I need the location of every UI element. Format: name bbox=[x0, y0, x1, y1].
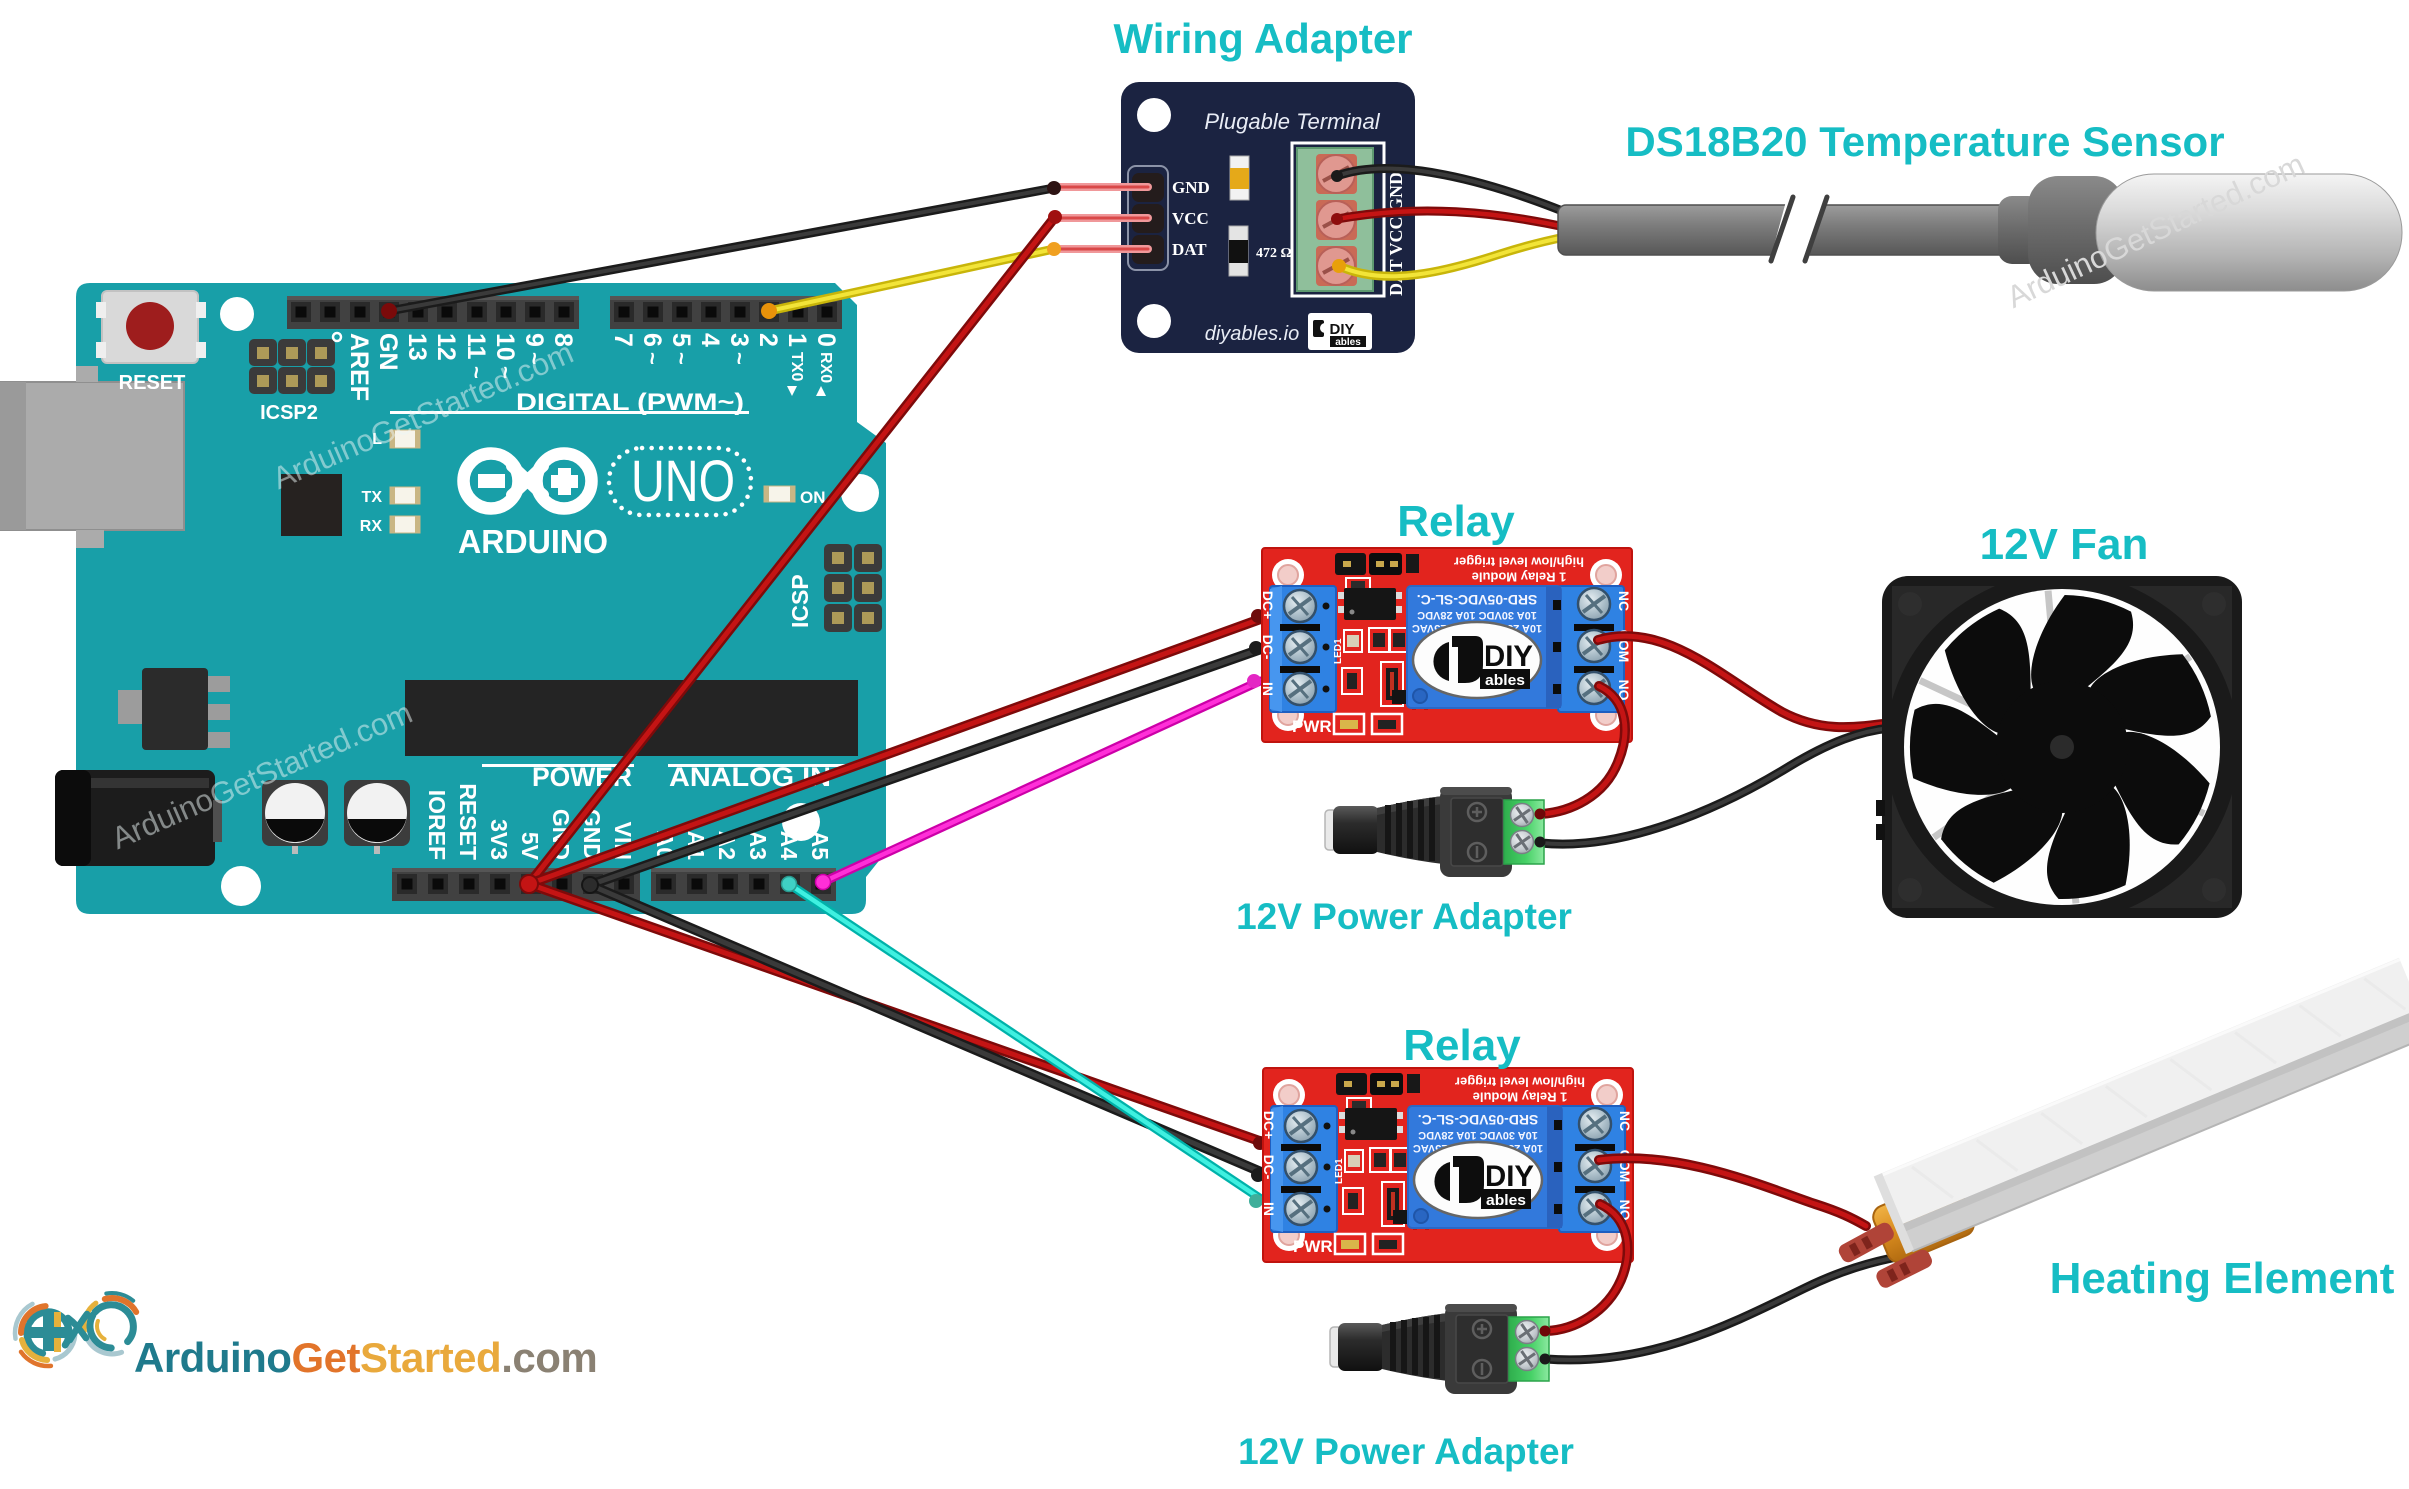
svg-text:6: 6 bbox=[638, 333, 666, 347]
svg-text:GND: GND bbox=[1172, 178, 1210, 197]
svg-text:LED1: LED1 bbox=[1333, 638, 1344, 664]
svg-text:1: 1 bbox=[783, 333, 811, 347]
svg-text:DAT VCC GND: DAT VCC GND bbox=[1386, 172, 1406, 296]
svg-text:LED1: LED1 bbox=[1334, 1158, 1345, 1184]
svg-text:RESET: RESET bbox=[119, 372, 186, 394]
svg-text:3V3: 3V3 bbox=[486, 819, 512, 860]
svg-text:NC: NC bbox=[1616, 591, 1632, 611]
svg-text:~: ~ bbox=[493, 366, 518, 379]
svg-text:7: 7 bbox=[609, 333, 637, 347]
svg-text:PWR: PWR bbox=[1293, 1237, 1333, 1256]
svg-text:IN: IN bbox=[1261, 1202, 1277, 1216]
svg-text:12V Power Adapter: 12V Power Adapter bbox=[1236, 896, 1572, 937]
svg-text:TX: TX bbox=[362, 489, 383, 506]
svg-text:8: 8 bbox=[549, 333, 577, 347]
svg-text:Relay: Relay bbox=[1397, 497, 1515, 546]
svg-text:A3: A3 bbox=[745, 831, 771, 860]
svg-text:IN: IN bbox=[1260, 682, 1276, 696]
svg-text:10: 10 bbox=[491, 333, 519, 361]
svg-text:ables: ables bbox=[1335, 337, 1361, 348]
svg-text:9: 9 bbox=[520, 333, 548, 347]
svg-text:RX0: RX0 bbox=[817, 352, 834, 383]
svg-text:DIY: DIY bbox=[1329, 321, 1354, 338]
svg-text:12V Fan: 12V Fan bbox=[1980, 520, 2149, 569]
svg-text:13: 13 bbox=[403, 333, 431, 361]
svg-text:2: 2 bbox=[754, 333, 782, 347]
svg-text:12V Power Adapter: 12V Power Adapter bbox=[1238, 1431, 1574, 1472]
svg-text:ON: ON bbox=[800, 488, 826, 507]
svg-text:Plugable Terminal: Plugable Terminal bbox=[1204, 109, 1380, 134]
svg-text:DC-: DC- bbox=[1261, 1155, 1277, 1180]
svg-text:AREF: AREF bbox=[345, 333, 373, 401]
svg-text:SRD-05VDC-SL-C.: SRD-05VDC-SL-C. bbox=[1417, 592, 1538, 608]
svg-text:Wiring Adapter: Wiring Adapter bbox=[1113, 15, 1412, 62]
svg-text:1 Relay Module: 1 Relay Module bbox=[1472, 569, 1567, 584]
svg-text:IOREF: IOREF bbox=[424, 790, 450, 860]
svg-text:DC-: DC- bbox=[1260, 635, 1276, 660]
svg-text:VCC: VCC bbox=[1172, 209, 1209, 228]
svg-text:ables: ables bbox=[1486, 1192, 1526, 1209]
svg-text:ArduinoGetStarted.com: ArduinoGetStarted.com bbox=[134, 1334, 597, 1381]
svg-text:ARDUINO: ARDUINO bbox=[458, 523, 608, 560]
svg-text:NC: NC bbox=[1617, 1111, 1633, 1131]
svg-text:10A 30VDC 10A 28VDC: 10A 30VDC 10A 28VDC bbox=[1418, 1129, 1538, 1141]
svg-text:RESET: RESET bbox=[455, 783, 481, 860]
svg-text:DAT: DAT bbox=[1172, 240, 1207, 259]
svg-text:5V: 5V bbox=[517, 832, 543, 861]
svg-text:3: 3 bbox=[725, 333, 753, 347]
svg-text:high/low level trigger: high/low level trigger bbox=[1454, 554, 1584, 569]
svg-text:ICSP2: ICSP2 bbox=[260, 402, 318, 424]
svg-text:1 Relay Module: 1 Relay Module bbox=[1473, 1089, 1568, 1104]
svg-text:L: L bbox=[372, 431, 382, 448]
svg-text:4: 4 bbox=[696, 333, 724, 347]
svg-text:~: ~ bbox=[522, 352, 547, 365]
svg-text:DC+: DC+ bbox=[1261, 1111, 1277, 1139]
svg-text:0: 0 bbox=[812, 333, 840, 347]
svg-text:diyables.io: diyables.io bbox=[1205, 323, 1300, 345]
svg-text:Relay: Relay bbox=[1403, 1021, 1521, 1070]
svg-text:Heating Element: Heating Element bbox=[2050, 1254, 2395, 1303]
svg-text:ables: ables bbox=[1485, 672, 1525, 689]
svg-text:~: ~ bbox=[640, 352, 665, 365]
svg-text:472 Ω: 472 Ω bbox=[1256, 246, 1292, 261]
svg-text:~: ~ bbox=[464, 366, 489, 379]
svg-text:~: ~ bbox=[727, 352, 752, 365]
svg-text:DC+: DC+ bbox=[1260, 591, 1276, 619]
svg-text:~: ~ bbox=[669, 352, 694, 365]
svg-text:TX0: TX0 bbox=[788, 352, 805, 381]
svg-text:high/low level trigger: high/low level trigger bbox=[1455, 1074, 1585, 1089]
svg-text:DS18B20 Temperature Sensor: DS18B20 Temperature Sensor bbox=[1625, 118, 2224, 165]
svg-text:A4: A4 bbox=[776, 831, 802, 861]
svg-text:12: 12 bbox=[432, 333, 460, 361]
svg-text:RX: RX bbox=[360, 518, 383, 535]
svg-text:11: 11 bbox=[462, 333, 490, 360]
svg-text:UNO: UNO bbox=[631, 449, 735, 514]
svg-text:DIY: DIY bbox=[1484, 640, 1533, 673]
svg-text:ICSP: ICSP bbox=[787, 574, 813, 628]
svg-text:SRD-05VDC-SL-C.: SRD-05VDC-SL-C. bbox=[1418, 1112, 1539, 1128]
svg-text:A5: A5 bbox=[807, 831, 833, 861]
svg-text:DIY: DIY bbox=[1485, 1160, 1534, 1193]
svg-text:PWR: PWR bbox=[1292, 717, 1332, 736]
svg-text:10A 30VDC 10A 28VDC: 10A 30VDC 10A 28VDC bbox=[1417, 609, 1537, 621]
svg-text:NO: NO bbox=[1616, 680, 1632, 701]
svg-text:GN: GN bbox=[374, 333, 402, 371]
svg-text:5: 5 bbox=[667, 333, 695, 347]
